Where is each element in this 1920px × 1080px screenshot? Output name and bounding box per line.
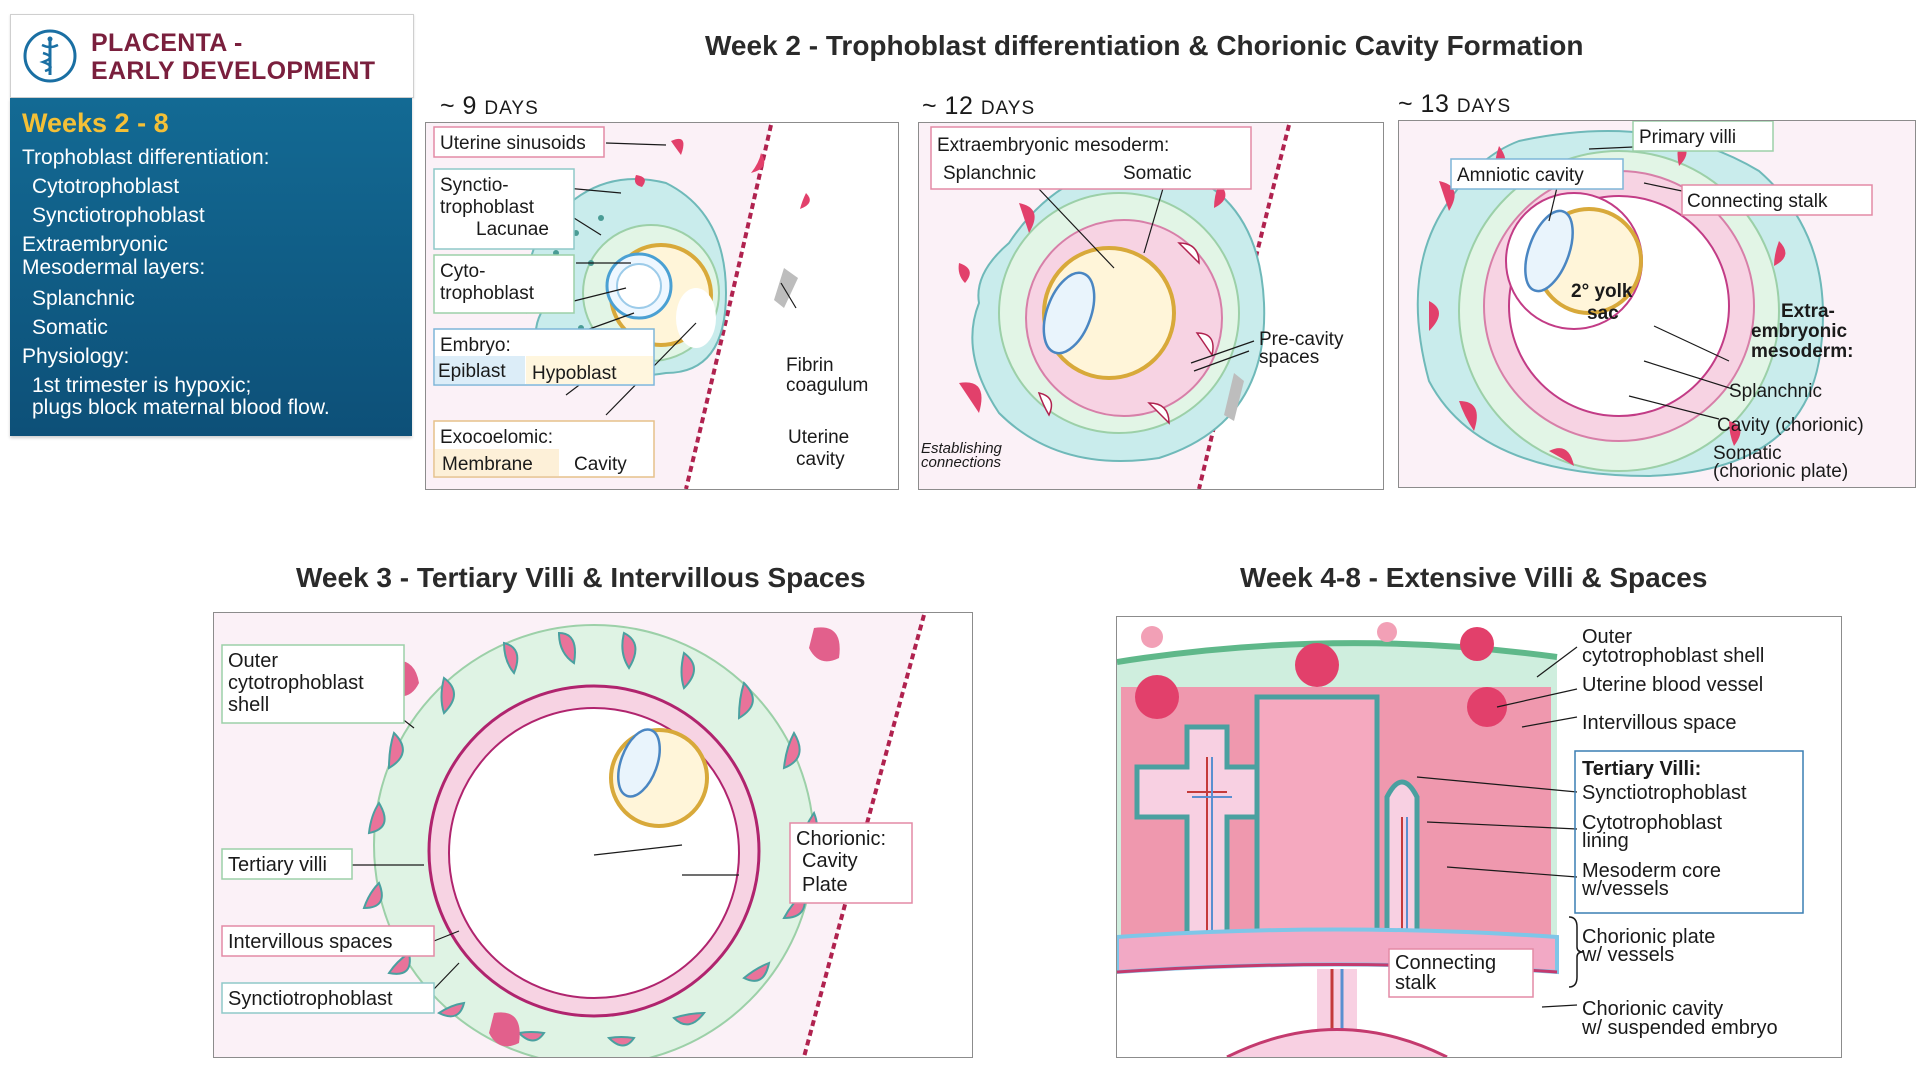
label-membrane: Membrane	[442, 454, 533, 475]
label-outer-1: Outer	[228, 650, 278, 672]
label-outer-1: Outer	[1582, 626, 1632, 648]
sidebar-physiology-title: Physiology:	[22, 345, 130, 368]
label-synctio-2: trophoblast	[440, 197, 535, 218]
label-amniotic-cavity: Amniotic cavity	[1457, 165, 1584, 186]
day9-label: ~ 9 DAYS	[440, 92, 539, 120]
label-precavity-2: spaces	[1259, 347, 1319, 368]
day13-diagram: Primary villi Amniotic cavity Connecting…	[1399, 121, 1915, 487]
page-title-line1: PLACENTA -	[91, 29, 243, 57]
label-outer-3: shell	[228, 694, 269, 716]
week2-title: Week 2 - Trophoblast differentiation & C…	[705, 30, 1584, 61]
label-somatic-2: (chorionic plate)	[1713, 461, 1848, 482]
label-intervillous-space: Intervillous space	[1582, 712, 1737, 734]
label-splanchnic: Splanchnic	[943, 163, 1036, 184]
label-uterine-sinusoids: Uterine sinusoids	[440, 133, 586, 154]
week3-diagram: Outer cytotrophoblast shell Tertiary vil…	[214, 613, 972, 1057]
title-card: PLACENTA - EARLY DEVELOPMENT	[10, 14, 414, 98]
label-cavity: Cavity	[802, 850, 858, 872]
label-fibrin-2: coagulum	[786, 375, 868, 396]
label-synctiotrophoblast: Synctiotrophoblast	[228, 988, 393, 1010]
label-establishing-2: connections	[921, 454, 1002, 471]
sidebar-item: Cytotrophoblast	[32, 175, 180, 198]
sidebar-item: Splanchnic	[32, 287, 135, 310]
label-plate-2: w/ vessels	[1581, 944, 1674, 966]
week48-title: Week 4-8 - Extensive Villi & Spaces	[1240, 562, 1708, 593]
label-plate: Plate	[802, 874, 848, 896]
day12-panel: Extraembryonic mesoderm: Splanchnic Soma…	[918, 122, 1384, 490]
label-extra-1: Extra-	[1781, 301, 1835, 322]
sidebar-item: Somatic	[32, 316, 108, 339]
day13-label: ~ 13 DAYS	[1398, 90, 1512, 118]
day9-diagram: Uterine sinusoids Synctio- trophoblast L…	[426, 123, 898, 489]
label-uterine-1: Uterine	[788, 427, 849, 448]
label-cavity-2: w/ suspended embryo	[1581, 1017, 1778, 1039]
sidebar-mesoderm-title-2: Mesodermal layers:	[22, 256, 206, 279]
label-chorionic: Chorionic:	[796, 828, 886, 850]
page-title-line2: EARLY DEVELOPMENT	[91, 57, 376, 85]
label-cyto-2: lining	[1582, 830, 1629, 852]
label-hypoblast: Hypoblast	[532, 363, 617, 384]
label-exocoelomic: Exocoelomic:	[440, 427, 553, 448]
label-synctio: Synctiotrophoblast	[1582, 782, 1747, 804]
label-outer-2: cytotrophoblast shell	[1582, 645, 1764, 667]
label-yolk-2: sac	[1587, 303, 1619, 324]
label-cavity-chorionic: Cavity (chorionic)	[1717, 415, 1864, 436]
day12-diagram: Extraembryonic mesoderm: Splanchnic Soma…	[919, 123, 1383, 489]
day13-panel: Primary villi Amniotic cavity Connecting…	[1398, 120, 1916, 488]
sidebar-trophoblast-title: Trophoblast differentiation:	[22, 146, 270, 169]
label-outer-2: cytotrophoblast	[228, 672, 364, 694]
label-cyto-1: Cytotrophoblast	[1582, 812, 1723, 834]
caduceus-icon	[23, 29, 77, 83]
label-embryo: Embryo:	[440, 335, 511, 356]
label-tertiary-title: Tertiary Villi:	[1582, 758, 1701, 780]
label-yolk-1: 2° yolk	[1571, 281, 1633, 302]
week3-panel: Outer cytotrophoblast shell Tertiary vil…	[213, 612, 973, 1058]
day12-label: ~ 12 DAYS	[922, 92, 1036, 120]
label-extra-2: embryonic	[1751, 321, 1848, 342]
label-extra-meso: Extraembryonic mesoderm:	[937, 135, 1169, 156]
sidebar-physiology-line: 1st trimester is hypoxic;	[32, 374, 252, 397]
label-uterine-2: cavity	[796, 449, 845, 470]
summary-sidebar: Weeks 2 - 8 Trophoblast differentiation:…	[10, 98, 412, 436]
label-fibrin-1: Fibrin	[786, 355, 834, 376]
label-meso-2: w/vessels	[1581, 878, 1669, 900]
label-stalk-1: Connecting	[1395, 952, 1496, 974]
day9-panel: Uterine sinusoids Synctio- trophoblast L…	[425, 122, 899, 490]
sidebar-physiology-line: plugs block maternal blood flow.	[32, 396, 330, 419]
label-precavity-1: Pre-cavity	[1259, 329, 1344, 350]
label-splanchnic: Splanchnic	[1729, 381, 1822, 402]
label-lacunae: Lacunae	[476, 219, 549, 240]
label-epiblast: Epiblast	[438, 361, 506, 382]
sidebar-heading: Weeks 2 - 8	[22, 108, 169, 138]
label-meso-1: Mesoderm core	[1582, 860, 1721, 882]
week3-title: Week 3 - Tertiary Villi & Intervillous S…	[296, 562, 866, 593]
label-plate-1: Chorionic plate	[1582, 926, 1715, 948]
week48-panel: Outer cytotrophoblast shell Uterine bloo…	[1116, 616, 1842, 1058]
label-establishing-1: Establishing	[921, 440, 1003, 457]
label-cyto-1: Cyto-	[440, 261, 485, 282]
week48-diagram: Outer cytotrophoblast shell Uterine bloo…	[1117, 617, 1841, 1057]
label-somatic: Somatic	[1123, 163, 1192, 184]
label-connecting-stalk: Connecting stalk	[1687, 191, 1828, 212]
label-uterine-vessel: Uterine blood vessel	[1582, 674, 1763, 696]
label-cavity-1: Chorionic cavity	[1582, 998, 1723, 1020]
label-intervillous-spaces: Intervillous spaces	[228, 931, 393, 953]
label-synctio-1: Synctio-	[440, 175, 509, 196]
label-tertiary-villi: Tertiary villi	[228, 854, 327, 876]
label-extra-3: mesoderm:	[1751, 341, 1853, 362]
label-cavity: Cavity	[574, 454, 627, 475]
sidebar-mesoderm-title-1: Extraembryonic	[22, 233, 168, 256]
sidebar-item: Synctiotrophoblast	[32, 204, 205, 227]
label-somatic-1: Somatic	[1713, 443, 1782, 464]
label-cyto-2: trophoblast	[440, 283, 535, 304]
label-stalk-2: stalk	[1395, 972, 1437, 994]
label-primary-villi: Primary villi	[1639, 127, 1736, 148]
